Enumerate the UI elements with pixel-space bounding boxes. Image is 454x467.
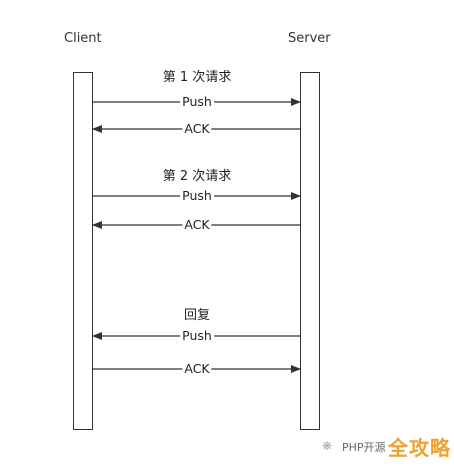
request-1-title: 第 1 次请求	[162, 70, 232, 85]
watermark-logo: 全攻略	[388, 436, 451, 460]
request-2-title: 第 2 次请求	[162, 169, 232, 184]
message-label-2: ACK	[182, 121, 212, 136]
server-actor-label: Server	[288, 31, 331, 46]
message-label-1: Push	[180, 94, 214, 109]
reply-title: 回复	[183, 308, 211, 323]
message-label-6: ACK	[182, 361, 212, 376]
message-label-3: Push	[180, 188, 214, 203]
server-lifeline	[300, 72, 320, 430]
client-lifeline	[73, 72, 93, 430]
client-actor-label: Client	[64, 31, 102, 46]
message-label-4: ACK	[182, 217, 212, 232]
watermark-source: PHP开源	[342, 441, 386, 454]
message-label-5: Push	[180, 328, 214, 343]
watermark: ❋ PHP开源 全攻略	[318, 432, 452, 460]
wechat-icon: ❋	[322, 439, 333, 453]
